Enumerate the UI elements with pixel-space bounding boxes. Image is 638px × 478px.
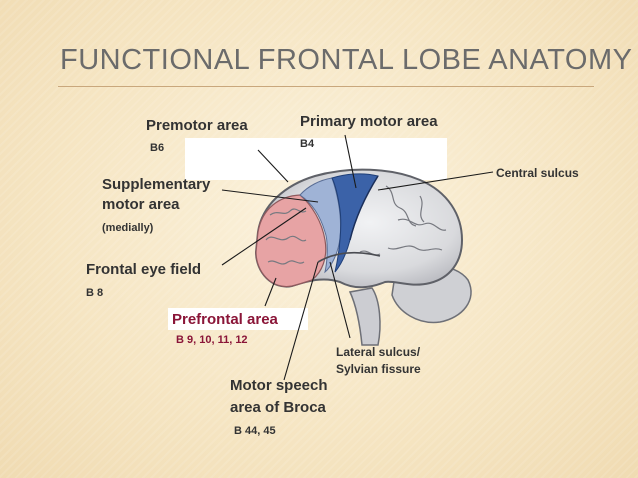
slide-title: FUNCTIONAL FRONTAL LOBE ANATOMY (60, 44, 633, 76)
frontal-eye-label: Frontal eye field (86, 261, 202, 278)
leader-lateral-sulcus (329, 261, 351, 339)
leader-supplementary (221, 189, 319, 203)
primary-motor-label: Primary motor area (300, 113, 438, 130)
primary-motor-code: B4 (300, 138, 315, 150)
supplementary-note: (medially) (102, 222, 154, 234)
leader-prefrontal (264, 277, 277, 307)
title-underline (58, 86, 594, 87)
label-backdrop-prefrontal (168, 308, 308, 330)
leader-frontal-eye (221, 207, 307, 266)
central-sulcus-label: Central sulcus (496, 166, 579, 180)
central-sulcus-line (349, 175, 379, 241)
prefrontal-region (255, 194, 327, 288)
premotor-code: B6 (150, 142, 165, 154)
supplementary-label-line1: Supplementary (102, 176, 211, 193)
prefrontal-label: Prefrontal area (172, 311, 278, 328)
lateral-sulcus-label-line2: Sylvian fissure (336, 362, 421, 376)
frontal-eye-code: B 8 (86, 287, 104, 299)
brainstem (348, 287, 381, 346)
premotor-label: Premotor area (146, 117, 248, 134)
lateral-sulcus-label-line1: Lateral sulcus/ (336, 345, 421, 359)
leader-lines (221, 134, 494, 381)
leader-broca (283, 261, 319, 381)
leader-central-sulcus (377, 171, 494, 191)
broca-code: B 44, 45 (234, 425, 276, 437)
broca-label-line1: Motor speech (230, 377, 328, 394)
leader-premotor (257, 149, 289, 183)
leader-primary-motor (344, 134, 357, 189)
broca-label-line2: area of Broca (230, 399, 326, 416)
supplementary-label-line2: motor area (102, 196, 180, 213)
lateral-sulcus-line (317, 251, 381, 263)
prefrontal-code: B 9, 10, 11, 12 (176, 334, 248, 346)
label-backdrop-top (185, 138, 447, 180)
